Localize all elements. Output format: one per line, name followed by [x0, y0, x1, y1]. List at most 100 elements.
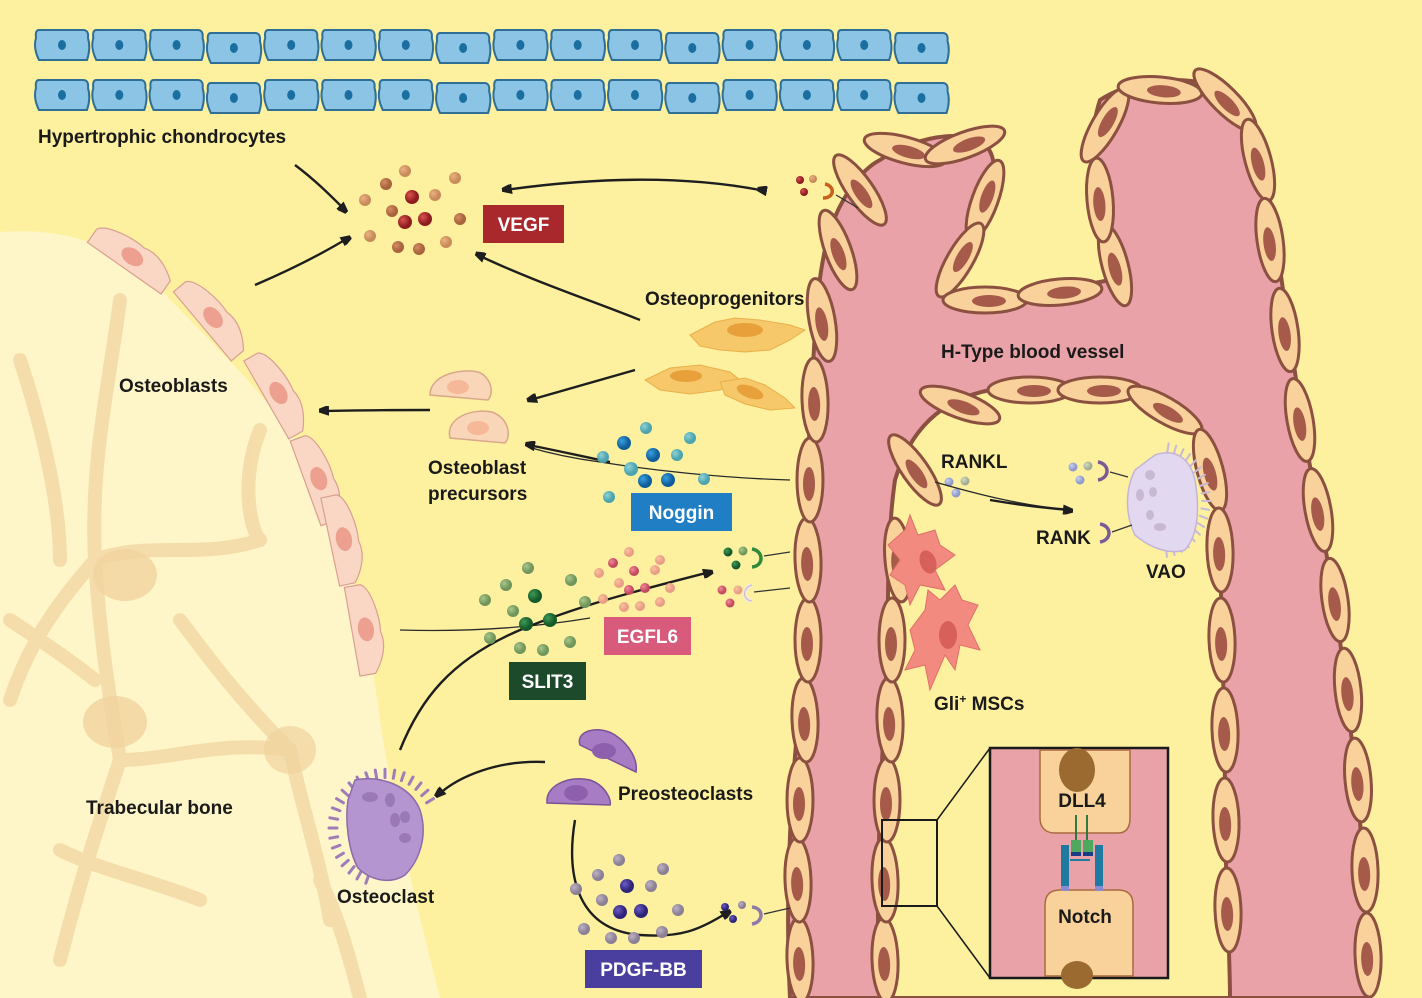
- endothelial-cell: [790, 676, 820, 764]
- molecule: [565, 574, 577, 586]
- egfl6-label: EGFL6: [617, 627, 678, 648]
- osteoblast-cell: [243, 352, 305, 440]
- chondrocyte-cell: [435, 82, 492, 114]
- endothelial-cell: [877, 596, 907, 684]
- slit3-label-box: SLIT3: [509, 662, 586, 700]
- vao-receptors: [1068, 460, 1133, 544]
- endothelial-cell: [1301, 467, 1335, 553]
- endothelial-cell: [795, 436, 825, 524]
- pdgfbb-label-box: PDGF-BB: [585, 950, 702, 988]
- molecule: [543, 613, 557, 627]
- endothelial-cell: [1213, 866, 1243, 954]
- chondrocyte-cell: [721, 29, 778, 61]
- molecule: [655, 555, 665, 565]
- arrow-precursors-to-osteoblasts: [322, 410, 431, 411]
- endothelial-cell: [793, 516, 823, 604]
- chondrocyte-cell: [148, 29, 205, 61]
- molecule: [440, 236, 452, 248]
- molecule: [672, 904, 684, 916]
- endothelial-cell: [870, 916, 900, 998]
- endothelial-cell: [872, 756, 902, 844]
- molecule: [684, 432, 696, 444]
- endothelial-cell: [941, 285, 1029, 315]
- molecule: [605, 932, 617, 944]
- endothelial-cell: [783, 836, 813, 924]
- endothelial-cell: [1016, 277, 1104, 307]
- vegf-receptor: [796, 175, 859, 209]
- molecule: [657, 863, 669, 875]
- chondrocyte-cell: [263, 79, 320, 111]
- chondrocyte-cell: [205, 82, 263, 114]
- vegf-molecules: [359, 165, 466, 255]
- arrow-chondrocytes-to-vegf: [294, 164, 345, 210]
- molecule: [646, 448, 660, 462]
- endothelial-cell: [1210, 686, 1240, 774]
- chondrocyte-cell: [34, 29, 91, 61]
- molecule: [579, 596, 591, 608]
- chondrocyte-cell: [34, 79, 91, 111]
- endothelial-cells: [783, 67, 1383, 998]
- endothelial-cell: [1353, 911, 1383, 998]
- molecule: [650, 565, 660, 575]
- label-trabecular-bone: Trabecular bone: [86, 798, 233, 819]
- endothelial-cell: [1056, 375, 1144, 405]
- endothelial-cell: [1319, 556, 1351, 644]
- vegf-label: VEGF: [498, 215, 550, 236]
- chondrocyte-cell: [893, 32, 950, 64]
- rankl-molecules: [944, 476, 970, 498]
- egfl6-label-box: EGFL6: [604, 617, 691, 655]
- molecule: [603, 491, 615, 503]
- molecule: [614, 578, 624, 588]
- chondrocyte-cell: [549, 79, 606, 111]
- molecule: [484, 632, 496, 644]
- molecule: [655, 597, 665, 607]
- molecule: [617, 436, 631, 450]
- chondrocyte-cell: [664, 32, 721, 64]
- molecule: [418, 212, 432, 226]
- label-osteoblasts: Osteoblasts: [119, 376, 228, 397]
- endothelial-cell: [1269, 286, 1301, 374]
- osteoblast-cell: [343, 584, 385, 677]
- endothelial-cell: [1205, 506, 1235, 594]
- molecule: [665, 583, 675, 593]
- label-preosteoclasts: Preosteoclasts: [618, 784, 753, 805]
- noggin-molecules: [597, 422, 710, 503]
- endothelial-cell: [1207, 596, 1237, 684]
- endothelial-cell: [934, 221, 986, 299]
- label-dll4: DLL4: [1058, 791, 1106, 812]
- molecule: [519, 617, 533, 631]
- label-vao: VAO: [1146, 562, 1186, 583]
- label-osteoblast-precursors-2: precursors: [428, 484, 527, 505]
- chondrocyte-cell: [492, 29, 549, 61]
- molecule: [449, 172, 461, 184]
- arrow-pdgfbb-to-vessel: [571, 819, 728, 937]
- chondrocyte-cell: [320, 79, 377, 111]
- osteoblast-cell: [86, 227, 171, 295]
- endothelial-cell: [918, 384, 1002, 426]
- preosteoclast-cells: [546, 729, 638, 806]
- molecule: [608, 558, 618, 568]
- endothelial-cell: [887, 433, 943, 507]
- endothelial-cell: [1332, 646, 1364, 734]
- chondrocyte-cell: [836, 79, 893, 111]
- inset-source-box: [881, 819, 938, 907]
- chondrocyte-cell: [91, 79, 148, 111]
- pdgfbb-label: PDGF-BB: [600, 960, 687, 981]
- endothelial-cell: [1254, 196, 1286, 284]
- molecule: [638, 474, 652, 488]
- chondrocyte-cell: [778, 29, 836, 61]
- molecule: [359, 194, 371, 206]
- molecule: [479, 594, 491, 606]
- molecule: [597, 451, 609, 463]
- label-rankl: RANKL: [941, 452, 1008, 473]
- molecule: [514, 642, 526, 654]
- endothelial-cell: [1343, 736, 1373, 824]
- molecule: [645, 880, 657, 892]
- molecule: [399, 165, 411, 177]
- chondrocyte-cell: [549, 29, 606, 61]
- molecule: [398, 215, 412, 229]
- arrow-rankl-to-rank: [989, 498, 1070, 510]
- inset-connector-top: [936, 747, 991, 821]
- label-gli-mscs: Gli+ MSCs: [934, 692, 1024, 715]
- chondrocyte-cell: [435, 32, 492, 64]
